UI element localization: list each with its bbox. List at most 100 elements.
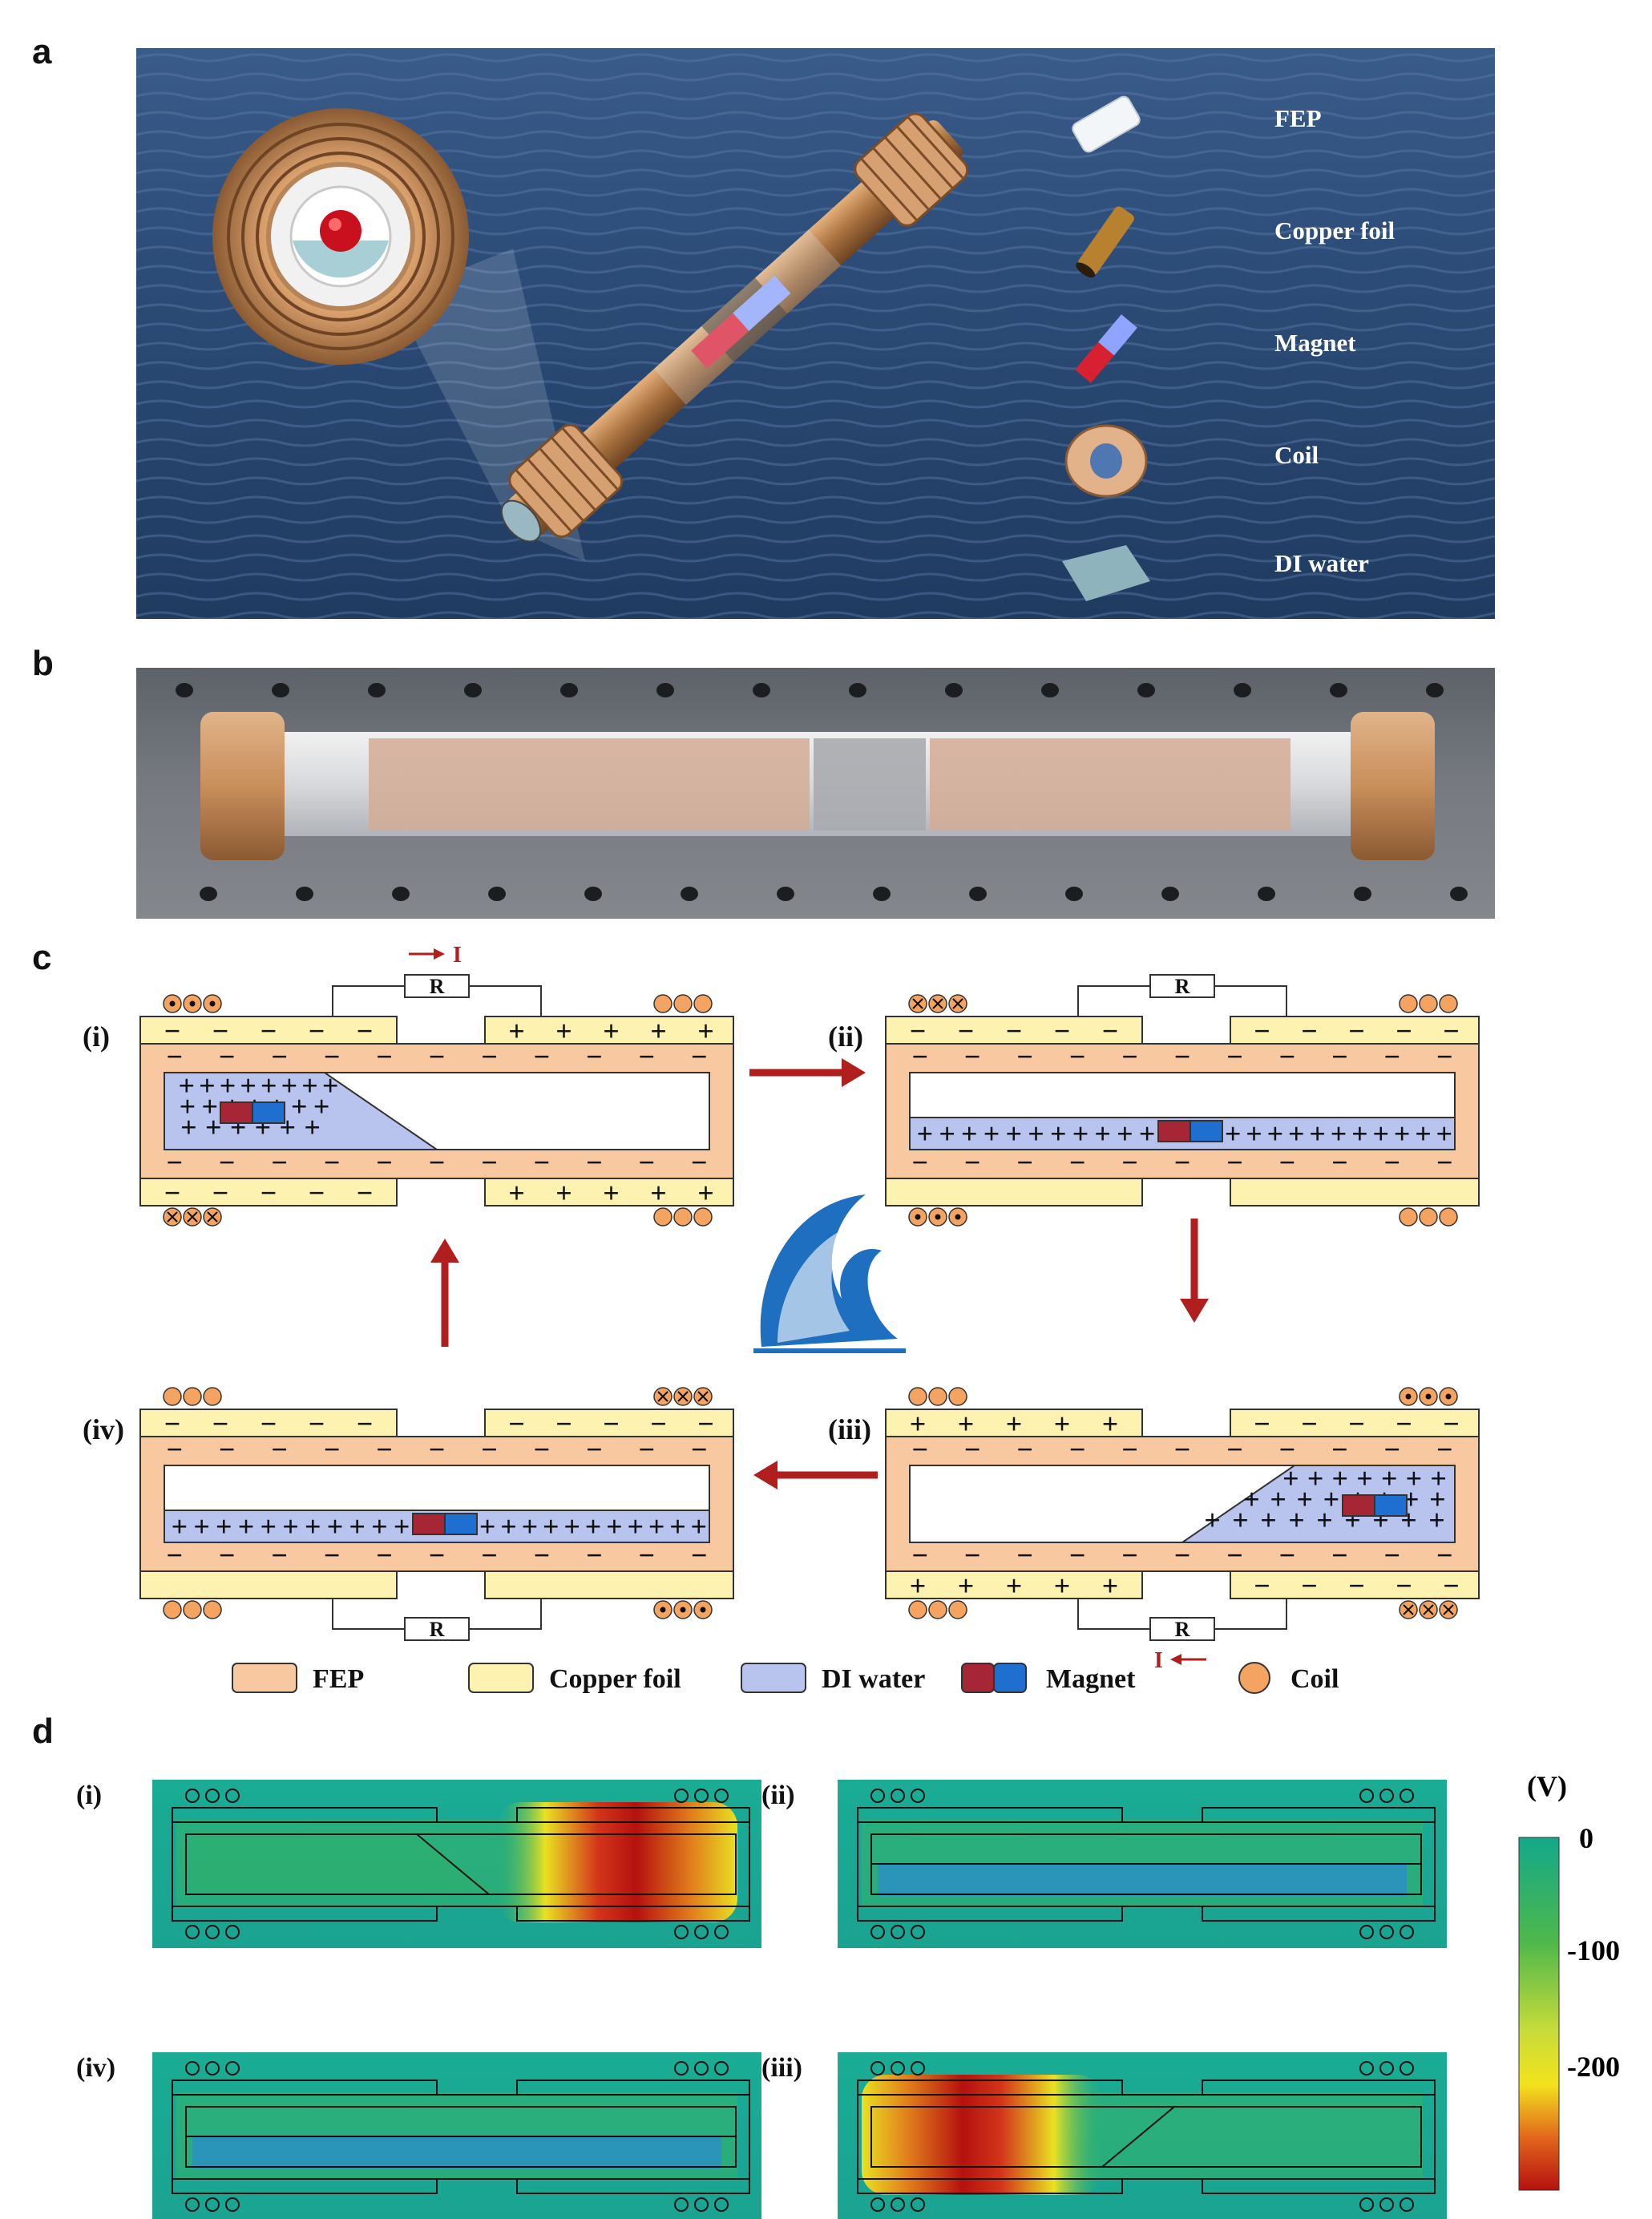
minus-charge: −	[1436, 1041, 1453, 1073]
colorbar	[1518, 1837, 1560, 2191]
plus-charge: +	[958, 1570, 975, 1602]
minus-charge: −	[481, 1146, 498, 1178]
minus-charge: −	[1226, 1433, 1243, 1465]
plus-charge: +	[669, 1510, 686, 1542]
copper-foil-bottom-right	[484, 1570, 734, 1599]
minus-charge: −	[691, 1146, 708, 1178]
wire	[1214, 1599, 1287, 1630]
current-arrow-head	[1170, 1654, 1181, 1665]
plus-charge: +	[1232, 1504, 1249, 1536]
potential-map-1: (i)	[76, 1780, 761, 1948]
legend-label: Copper foil	[549, 1664, 681, 1694]
minus-charge: −	[164, 1408, 181, 1440]
plus-charge: +	[205, 1111, 222, 1143]
table-hole	[969, 887, 987, 901]
coil-icon	[163, 1600, 182, 1619]
map-coil-icon	[694, 1789, 709, 1803]
minus-charge: −	[1254, 1015, 1270, 1047]
plus-charge: +	[291, 1090, 308, 1122]
coil-icon	[948, 1387, 967, 1406]
minus-charge: −	[911, 1539, 928, 1571]
table-hole	[272, 683, 289, 697]
coil-icon	[1419, 1207, 1438, 1227]
minus-charge: −	[1174, 1146, 1191, 1178]
minus-charge: −	[164, 1177, 181, 1209]
minus-charge: −	[603, 1408, 620, 1440]
coil-dot-icon	[700, 1607, 706, 1613]
map-coil-icon	[714, 2061, 729, 2076]
plus-charge: +	[172, 1510, 188, 1542]
minus-charge: −	[1436, 1539, 1453, 1571]
minus-charge: −	[429, 1433, 446, 1465]
minus-charge: −	[586, 1539, 603, 1571]
plus-charge: +	[1381, 1462, 1398, 1494]
map-coil-icon	[891, 2197, 905, 2212]
optical-table-holes	[176, 683, 1468, 901]
coil-dot-icon	[935, 1214, 941, 1220]
plus-charge: +	[1054, 1408, 1071, 1440]
minus-charge: −	[586, 1146, 603, 1178]
cycle-arrows	[430, 1058, 1209, 1489]
plus-charge: +	[910, 1570, 927, 1602]
plus-charge: +	[179, 1069, 196, 1101]
plus-charge: +	[1309, 1118, 1326, 1150]
di-water	[164, 1072, 440, 1150]
minus-charge: −	[1054, 1015, 1071, 1047]
minus-charge: −	[691, 1539, 708, 1571]
magnet-south	[1374, 1494, 1408, 1517]
map-stage-label: (ii)	[761, 1780, 795, 1810]
minus-charge: −	[691, 1041, 708, 1073]
map-coil-icon	[1379, 1925, 1394, 1939]
panel-label-c: c	[32, 938, 52, 977]
coil-icon	[908, 1387, 927, 1406]
map-coil-icon	[694, 1925, 709, 1939]
magnet-north	[1157, 1120, 1191, 1142]
minus-charge: −	[324, 1041, 341, 1073]
minus-charge: −	[1436, 1433, 1453, 1465]
table-hole	[200, 887, 217, 901]
plus-charge: +	[508, 1015, 525, 1047]
map-coil-icon	[185, 1925, 200, 1939]
table-hole	[1065, 887, 1083, 901]
plus-charge: +	[917, 1118, 934, 1150]
table-hole	[296, 887, 313, 901]
coil-icon	[693, 1207, 713, 1227]
map-coil-icon	[714, 1925, 729, 1939]
map-stage-label: (iv)	[76, 2053, 115, 2083]
map-coil-icon	[205, 2061, 220, 2076]
panel-label-b: b	[32, 644, 54, 683]
minus-charge: −	[261, 1015, 277, 1047]
map-water-field	[192, 1836, 497, 1892]
coil-dot-icon	[209, 1000, 216, 1007]
plus-charge: +	[202, 1090, 219, 1122]
minus-charge: −	[639, 1433, 656, 1465]
plus-charge: +	[563, 1510, 580, 1542]
minus-charge: −	[911, 1146, 928, 1178]
minus-charge: −	[271, 1041, 288, 1073]
minus-charge: −	[691, 1433, 708, 1465]
coil-icon	[673, 994, 693, 1013]
map-coil-icon	[870, 2061, 885, 2076]
coil-cross-icon	[697, 1391, 709, 1402]
map-coil-icon	[205, 2197, 220, 2212]
map-coil-icon	[1400, 2197, 1414, 2212]
minus-charge: −	[271, 1146, 288, 1178]
stage-label: (iii)	[828, 1413, 871, 1445]
plus-charge: +	[1139, 1118, 1156, 1150]
minus-charge: −	[219, 1433, 236, 1465]
colorbar-unit: (V)	[1527, 1770, 1567, 1802]
copper-foil-top-left	[139, 1016, 398, 1045]
plus-charge: +	[1331, 1118, 1347, 1150]
potential-map-3: (iv)	[76, 2052, 761, 2219]
minus-charge: −	[1006, 1015, 1023, 1047]
map-coil-icon	[714, 1789, 729, 1803]
map-coil-icon	[1359, 2061, 1374, 2076]
minus-charge: −	[1396, 1408, 1412, 1440]
map-coil-icon	[870, 1789, 885, 1803]
panel-c-diagram: (i)+++++++++++++++++++++−−−−−−−−−−−−−−−−…	[83, 943, 1480, 1694]
resistor-circuit: RI	[1077, 1599, 1287, 1673]
minus-charge: −	[911, 1433, 928, 1465]
coil-cross-icon	[1443, 1604, 1454, 1615]
plus-charge: +	[650, 1015, 667, 1047]
map-coil-icon	[870, 1925, 885, 1939]
